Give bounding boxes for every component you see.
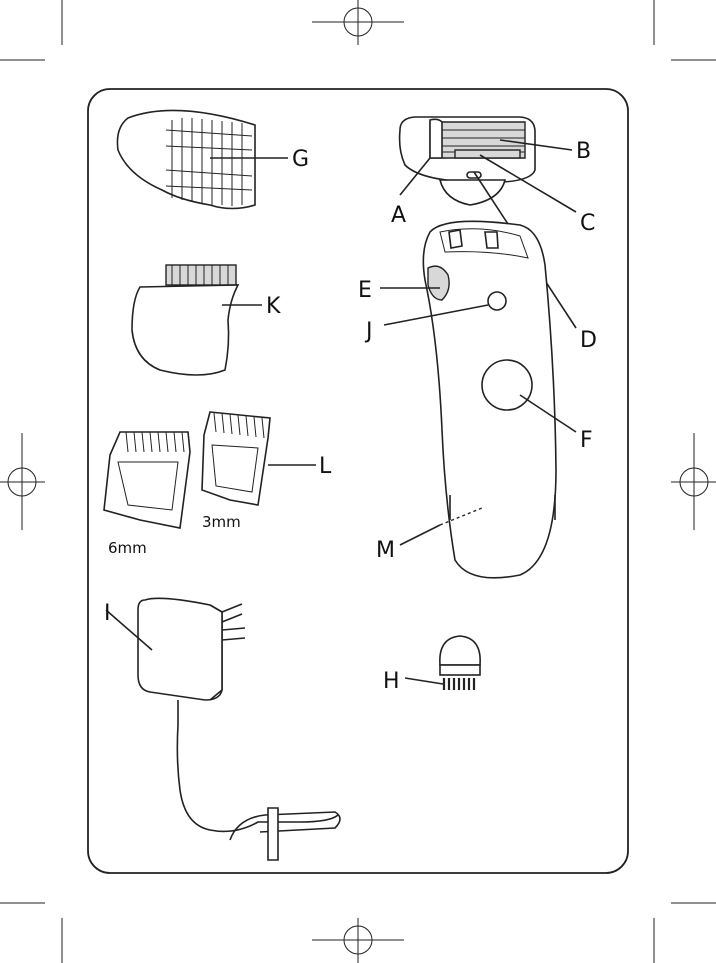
cleaning-brush: H xyxy=(383,636,480,694)
label-C: C xyxy=(580,211,595,236)
registration-mark-left xyxy=(0,433,45,530)
trimmer-attachment: K xyxy=(132,265,281,375)
label-D: D xyxy=(580,328,597,353)
label-K: K xyxy=(266,294,281,319)
label-L: L xyxy=(319,454,332,479)
registration-mark-right xyxy=(671,433,716,530)
label-I: I xyxy=(104,601,111,626)
label-A: A xyxy=(391,203,406,228)
comb-3mm-size: 3mm xyxy=(202,513,241,531)
label-G: G xyxy=(292,147,309,172)
comb-6mm: 6mm xyxy=(104,432,190,557)
label-M: M xyxy=(376,538,395,563)
shaver-body: E J F M xyxy=(358,221,593,578)
comb-3mm: 3mm xyxy=(202,412,270,531)
label-H: H xyxy=(383,669,400,694)
bikini-comb-attachment: G xyxy=(117,110,309,208)
label-E: E xyxy=(358,278,372,303)
comb-6mm-size: 6mm xyxy=(108,539,147,557)
power-adapter: I xyxy=(104,598,340,860)
registration-mark-top xyxy=(312,0,404,45)
registration-mark-bottom xyxy=(312,918,404,963)
label-J: J xyxy=(364,319,373,344)
label-B: B xyxy=(576,139,591,164)
label-F: F xyxy=(580,428,593,453)
